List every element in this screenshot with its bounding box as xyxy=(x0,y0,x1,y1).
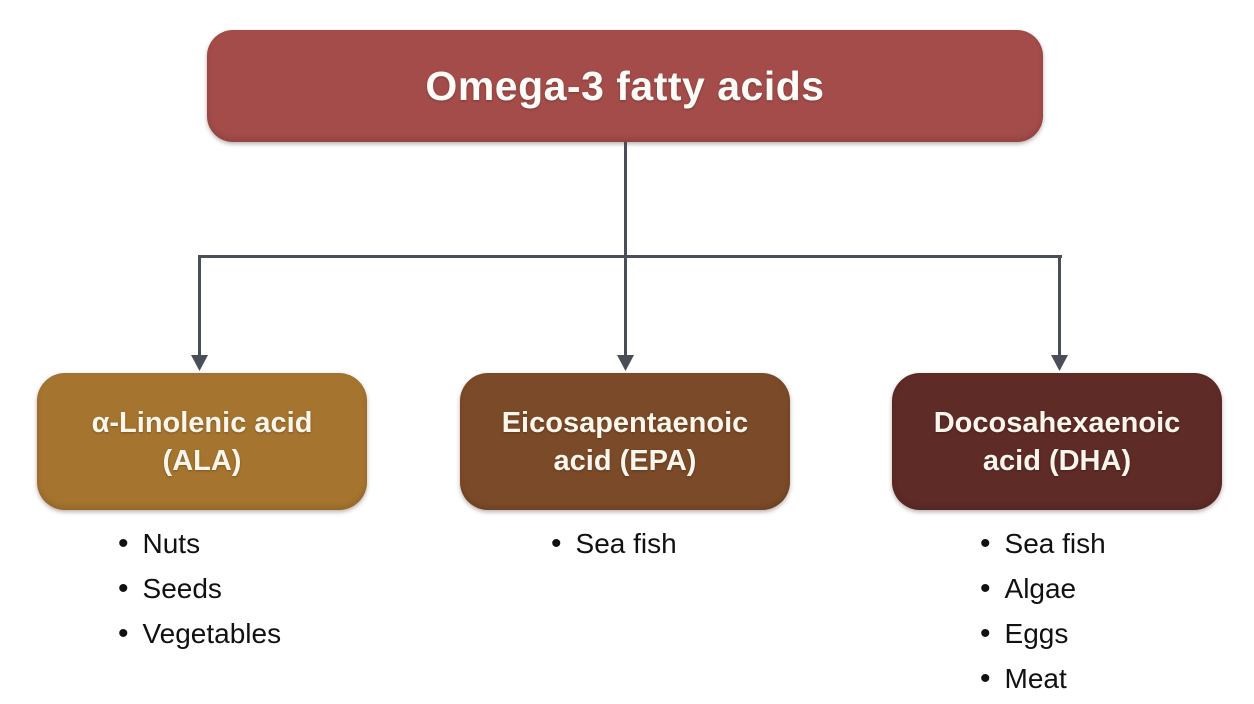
list-item: • Sea fish xyxy=(980,521,1106,566)
bullet-icon: • xyxy=(980,617,991,650)
bullet-icon: • xyxy=(980,662,991,695)
node-ala-label-line1: α-Linolenic acid xyxy=(91,406,313,439)
list-item: • Seeds xyxy=(118,566,281,611)
list-item-label: Algae xyxy=(1004,573,1077,604)
list-item: • Algae xyxy=(980,566,1106,611)
arrow-down-icon xyxy=(617,355,634,371)
list-item-label: Sea fish xyxy=(1004,528,1106,559)
arrow-down-icon xyxy=(191,355,208,371)
node-dha-label-line1: Docosahexaenoic xyxy=(933,406,1181,439)
list-item: • Sea fish xyxy=(551,521,677,566)
list-item-label: Vegetables xyxy=(142,618,282,649)
bullet-icon: • xyxy=(118,572,129,605)
connector-horizontal-rail xyxy=(198,255,1062,258)
bullet-icon: • xyxy=(980,572,991,605)
list-item-label: Nuts xyxy=(142,528,201,559)
node-epa-label-line2: acid (EPA) xyxy=(553,444,697,477)
list-item: • Nuts xyxy=(118,521,281,566)
connector-drop-right xyxy=(1058,255,1061,356)
list-item-label: Meat xyxy=(1004,663,1067,694)
node-dha-label-line2: acid (DHA) xyxy=(982,444,1132,477)
list-item: • Eggs xyxy=(980,611,1106,656)
bullet-icon: • xyxy=(980,527,991,560)
arrow-down-icon xyxy=(1051,355,1068,371)
dha-source-list: • Sea fish • Algae • Eggs • Meat xyxy=(980,521,1106,701)
bullet-icon: • xyxy=(118,527,129,560)
node-epa-label-line1: Eicosapentaenoic xyxy=(501,406,749,439)
ala-source-list: • Nuts • Seeds • Vegetables xyxy=(118,521,281,656)
list-item-label: Sea fish xyxy=(575,528,677,559)
list-item: • Vegetables xyxy=(118,611,281,656)
list-item: • Meat xyxy=(980,656,1106,701)
epa-source-list: • Sea fish xyxy=(551,521,677,566)
list-item-label: Seeds xyxy=(142,573,222,604)
node-ala: α-Linolenic acid (ALA) xyxy=(37,373,367,510)
node-epa: Eicosapentaenoic acid (EPA) xyxy=(460,373,790,510)
connector-drop-left xyxy=(198,255,201,356)
list-item-label: Eggs xyxy=(1004,618,1069,649)
node-dha: Docosahexaenoic acid (DHA) xyxy=(892,373,1222,510)
node-ala-label-line2: (ALA) xyxy=(162,444,242,477)
connector-stem-center xyxy=(624,142,627,356)
node-omega3-label: Omega-3 fatty acids xyxy=(425,62,825,109)
bullet-icon: • xyxy=(551,527,562,560)
node-omega3: Omega-3 fatty acids xyxy=(207,30,1043,142)
bullet-icon: • xyxy=(118,617,129,650)
